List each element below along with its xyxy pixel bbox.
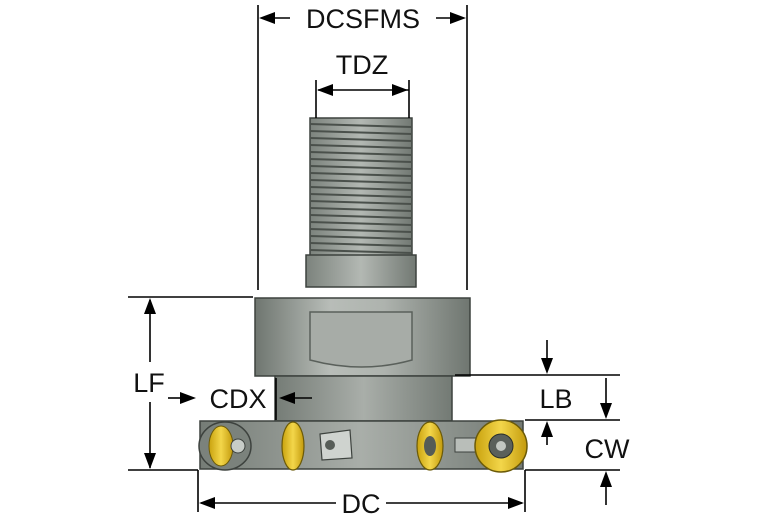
thread-line — [309, 137, 413, 142]
insert-center-left — [281, 421, 353, 471]
dim-dcsfms: DCSFMS — [259, 4, 466, 34]
thread-line — [309, 123, 413, 128]
thread-line — [309, 172, 413, 177]
thread-line — [309, 186, 413, 191]
thread-line — [309, 158, 413, 163]
dimension-lines: DCSFMS TDZ LF CDX — [128, 4, 630, 519]
thread-line — [309, 235, 413, 240]
label-tdz: TDZ — [336, 50, 388, 80]
dim-dc: DC — [199, 489, 524, 519]
label-dc: DC — [342, 489, 381, 519]
threaded-shank — [305, 117, 417, 288]
dim-cw: CW — [541, 421, 630, 505]
thread-line — [309, 221, 413, 226]
tool-body — [198, 117, 528, 473]
label-cw: CW — [585, 434, 630, 464]
thread-line — [309, 214, 413, 219]
dim-lf: LF — [133, 298, 196, 469]
hex-collar — [254, 297, 471, 377]
thread-line — [309, 242, 413, 247]
thread-line — [309, 193, 413, 198]
thread-line — [309, 228, 413, 233]
thread-line — [309, 249, 413, 254]
thread-line — [309, 144, 413, 149]
dim-cdx: CDX — [209, 384, 312, 414]
thread-line — [309, 179, 413, 184]
thread-line — [309, 165, 413, 170]
insert-right — [474, 419, 528, 473]
label-lf: LF — [133, 368, 165, 398]
thread-line — [309, 130, 413, 135]
insert-left — [198, 421, 252, 471]
thread-line — [309, 151, 413, 156]
thread-line — [309, 207, 413, 212]
label-lb: LB — [539, 384, 572, 414]
label-dcsfms: DCSFMS — [306, 4, 420, 34]
dim-tdz: TDZ — [317, 50, 409, 96]
thread-line — [309, 200, 413, 205]
dim-lb: LB — [539, 340, 612, 419]
label-cdx: CDX — [209, 384, 266, 414]
